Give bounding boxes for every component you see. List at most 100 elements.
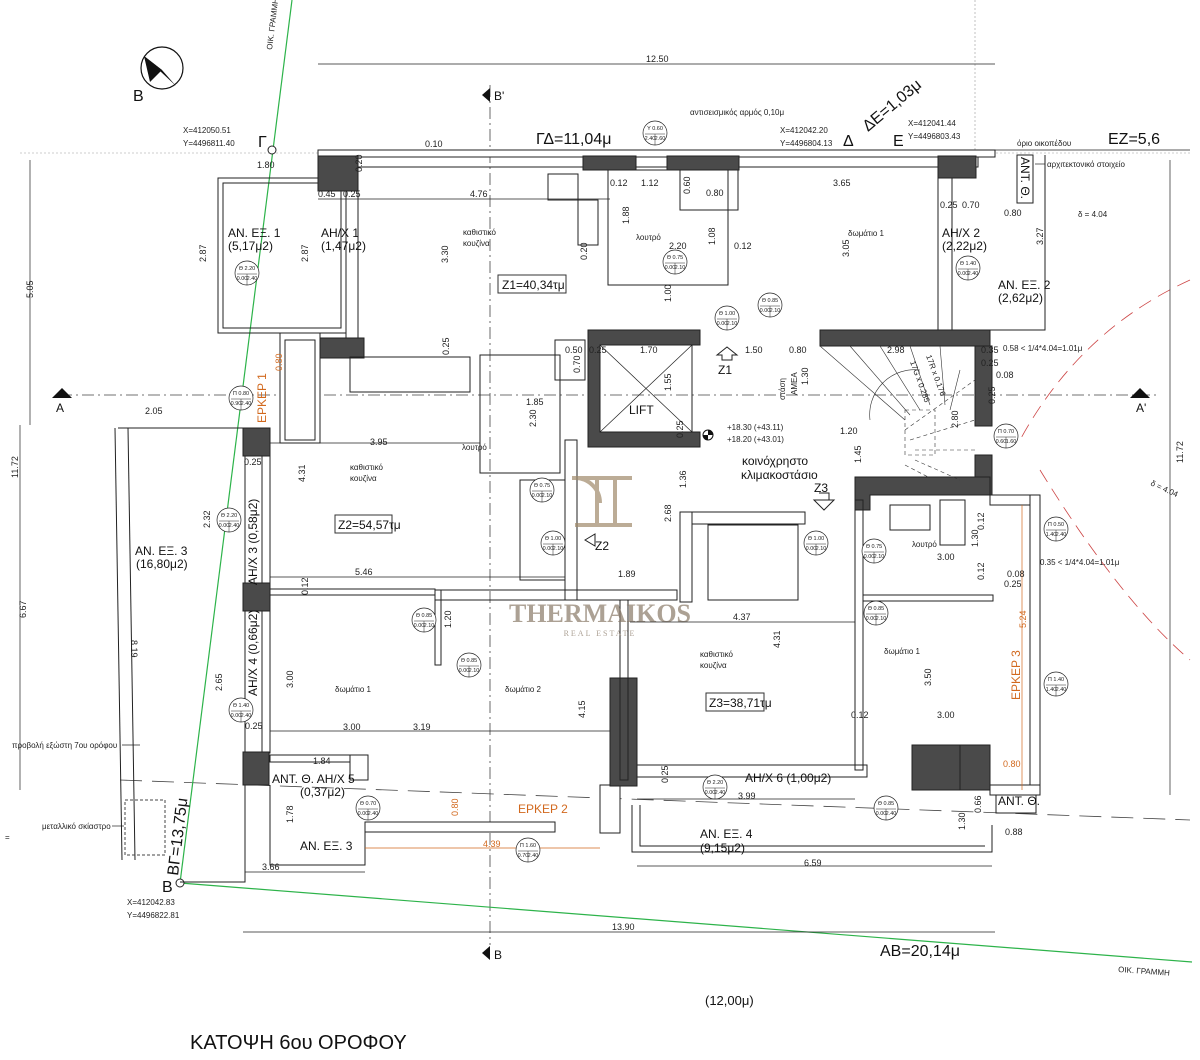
- opening-tag: Θ 1.40 0.00 2.40: [955, 255, 981, 281]
- dimension-label: 6.59: [804, 858, 822, 868]
- dimension-label: 0.80: [450, 798, 460, 816]
- note-stop: στάση: [778, 378, 787, 400]
- point-b-x: X=412042.83: [127, 898, 175, 907]
- dimension-label: 1.20: [443, 610, 453, 628]
- opening-tag: Θ 0.85 0.00 2.10: [456, 652, 482, 678]
- dimension-label: 1.12: [641, 178, 659, 188]
- dimension-label: 0.12: [734, 241, 752, 251]
- room-ahx-1: ΑΗ/Χ 1: [321, 226, 359, 240]
- room-z3-bedroom: δωμάτιο 1: [884, 647, 921, 656]
- section-marker-icon: [482, 88, 490, 102]
- plot-line-south: [179, 882, 1193, 963]
- dimension-label: 3.00: [343, 722, 361, 732]
- dimension-label: 11.72: [1175, 441, 1185, 463]
- dimension-label: 0.12: [976, 562, 986, 580]
- opening-head: 2.40: [1056, 532, 1067, 538]
- opening-tag: Θ 1.40 0.00 2.40: [228, 697, 254, 723]
- area-box: [497, 274, 567, 294]
- dimension-label: 12.50: [646, 54, 669, 64]
- level-marker-icon: [702, 429, 714, 441]
- room-ahx-4: ΑΗ/Χ 4 (0,66μ2): [246, 610, 260, 696]
- upper-floor-projection: [119, 779, 1191, 821]
- dimension-label: 1.08: [707, 227, 717, 245]
- dimension-label: 3.65: [833, 178, 851, 188]
- dimension-label: 0.70: [572, 355, 582, 373]
- opening-tag: Θ 0.75 0.00 2.10: [861, 538, 887, 564]
- dimension-label: 5.24: [1018, 610, 1028, 628]
- note-amea: ΑΜΕΑ: [790, 372, 799, 395]
- opening-code: Θ 0.85: [762, 298, 779, 304]
- dimension-label: 0.80: [706, 188, 724, 198]
- dimension-label: 0.08: [1007, 569, 1025, 579]
- room-z3-bath: λουτρό: [912, 540, 937, 549]
- opening-tag: Π 1.60 0.70 2.40: [515, 837, 541, 863]
- dimension-label: 1.89: [618, 569, 636, 579]
- lift-label: LIFT: [629, 403, 654, 417]
- opening-head: 2.40: [886, 811, 897, 817]
- room-z2-living: καθιστικό: [350, 463, 384, 472]
- radius-arc: [1039, 469, 1191, 661]
- dimension-label: 11.72: [10, 456, 20, 478]
- opening-code: Θ 0.85: [878, 801, 895, 807]
- walls: [242, 149, 1041, 834]
- opening-code: Θ 0.75: [534, 483, 551, 489]
- point-g-name: Γ: [258, 134, 267, 151]
- dimension-label: 3.50: [923, 668, 933, 686]
- opening-sill: 0.00: [806, 546, 817, 552]
- opening-sill: 0.00: [705, 790, 716, 796]
- dimension-label: 0.12: [610, 178, 628, 188]
- note-level-1: +18.30 (+43.11): [727, 423, 784, 432]
- opening-sill: 0.00: [237, 276, 248, 282]
- opening-code: Θ 0.85: [416, 613, 433, 619]
- dimension-label: 0.25: [245, 721, 263, 731]
- dimension-label: 1.78: [285, 805, 295, 823]
- opening-head: 2.40: [229, 523, 240, 529]
- opening-sill: 0.70: [518, 853, 529, 859]
- opening-sill: 0.00: [532, 493, 543, 499]
- area-box: [334, 514, 393, 534]
- opening-sill: 0.00: [665, 265, 676, 271]
- opening-tag: Θ 1.00 0.00 2.10: [803, 530, 829, 556]
- z2-arrow-label: Z2: [595, 539, 609, 553]
- point-b-name: Β: [162, 879, 173, 896]
- side-bg: ΒΓ=13,75μ: [165, 797, 191, 877]
- opening-sill: 0.90: [231, 401, 242, 407]
- dimension-label: 0.80: [274, 353, 284, 371]
- dimension-label: 0.25: [940, 200, 958, 210]
- staircase: [819, 345, 976, 481]
- north-label: Β: [133, 88, 144, 105]
- opening-sill: 0.60: [996, 439, 1007, 445]
- opening-tag: Θ 0.85 0.00 2.10: [863, 600, 889, 626]
- opening-head: 2.10: [874, 554, 885, 560]
- opening-code: Θ 0.70: [360, 801, 377, 807]
- dimension-label: 2.87: [198, 244, 208, 262]
- section-marker-icon: [52, 388, 72, 398]
- dimension-label: 0.25: [589, 345, 607, 355]
- opening-tag: Π 0.50 1.40 2.40: [1043, 516, 1069, 542]
- opening-code: Π 1.60: [520, 843, 536, 849]
- north-arrow-icon: [140, 46, 184, 90]
- opening-sill: 0.00: [414, 623, 425, 629]
- opening-head: 2.40: [241, 401, 252, 407]
- opening-sill: 0.00: [459, 668, 470, 674]
- radius-arc: [1019, 279, 1191, 441]
- watermark-logo: THERMAIKOS REAL ESTATE: [509, 476, 691, 638]
- room-ahx-2-area: (2,22μ2): [942, 239, 987, 253]
- opening-code: Υ 0.60: [647, 126, 663, 132]
- opening-code: Π 0.50: [1048, 522, 1064, 528]
- opening-tag: Θ 0.85 0.00 2.10: [411, 607, 437, 633]
- dimension-label: 0.66: [973, 795, 983, 813]
- section-label-b: B: [494, 948, 502, 962]
- dimension-label: 0.80: [1004, 208, 1022, 218]
- note-equals: =: [5, 833, 10, 842]
- room-labels: ΑΝ. ΕΞ. 1 (5,17μ2) ΑΗ/Χ 1 (1,47μ2) καθισ…: [135, 157, 1051, 855]
- dimension-label: 2.68: [663, 504, 673, 522]
- room-ant-th-top: ΑΝΤ. Θ.: [1018, 157, 1032, 199]
- opening-head: 2.40: [241, 713, 252, 719]
- dimension-label: 0.25: [1004, 579, 1022, 589]
- watermark-brand: THERMAIKOS: [509, 599, 691, 628]
- opening-sill: 1.40: [1046, 687, 1057, 693]
- note-rule-2: 0.35 < 1/4*4.04=1.01μ: [1040, 558, 1120, 567]
- room-z2-bedroom-2: δωμάτιο 2: [505, 685, 542, 694]
